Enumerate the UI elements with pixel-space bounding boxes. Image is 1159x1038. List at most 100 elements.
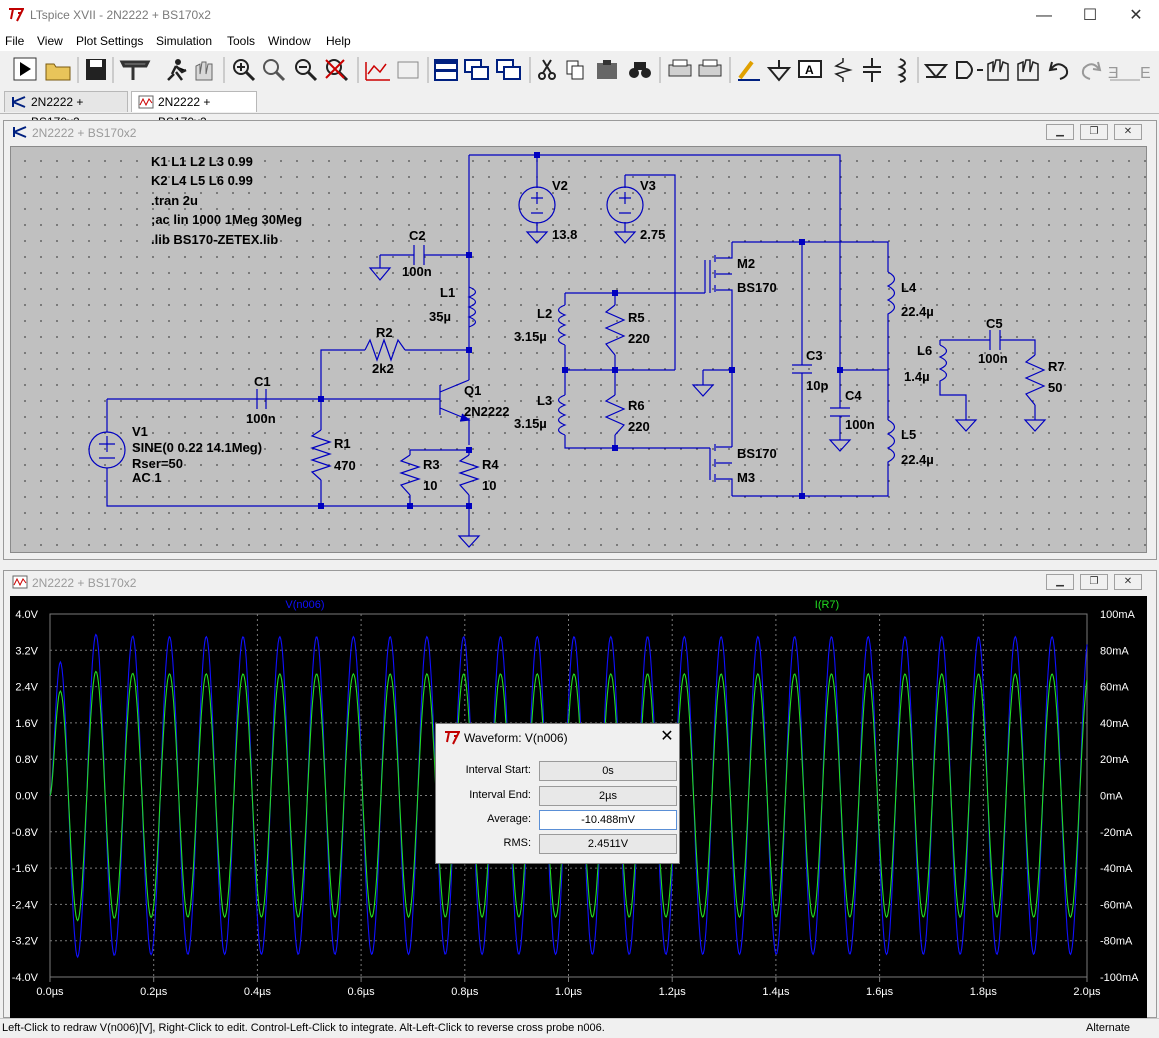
- tile-vertical-icon[interactable]: [496, 59, 521, 80]
- grid-icon[interactable]: [397, 61, 419, 79]
- capacitor-icon[interactable]: [863, 58, 881, 82]
- minimize-icon: ▁: [1056, 576, 1064, 587]
- status-text: Left-Click to redraw V(n006)[V], Right-C…: [2, 1022, 605, 1034]
- redo-icon[interactable]: [1081, 61, 1102, 80]
- move-hand-icon[interactable]: [987, 59, 1009, 81]
- y-tick-label-right: 40mA: [1100, 718, 1129, 730]
- waveform-minimize-button[interactable]: ▁: [1046, 574, 1074, 590]
- zoom-in-icon[interactable]: [233, 59, 256, 82]
- save-icon[interactable]: [86, 59, 106, 80]
- cut-icon[interactable]: [538, 59, 556, 80]
- trace-label-v-n006[interactable]: V(n006): [285, 599, 324, 611]
- y-tick-label-left: 0.0V: [15, 791, 38, 803]
- ground-icon[interactable]: [766, 60, 792, 82]
- waveform-dialog[interactable]: Waveform: V(n006) ✕ Interval Start: 0s I…: [435, 723, 680, 864]
- resistor-icon[interactable]: [834, 58, 853, 82]
- svg-text:A: A: [805, 63, 814, 77]
- y-tick-label-left: -0.8V: [12, 827, 39, 839]
- y-tick-label-left: -2.4V: [12, 899, 39, 911]
- find-icon[interactable]: [629, 62, 651, 78]
- print-icon[interactable]: [668, 59, 692, 77]
- average-field[interactable]: -10.488mV: [539, 810, 677, 830]
- waveform-close-button[interactable]: ✕: [1114, 574, 1142, 590]
- menu-plot-settings[interactable]: Plot Settings: [76, 34, 144, 48]
- y-tick-label-left: 4.0V: [15, 609, 38, 621]
- menu-help[interactable]: Help: [326, 34, 351, 48]
- status-mode: Alternate: [1086, 1022, 1131, 1034]
- drag-hand-icon[interactable]: [1017, 59, 1039, 81]
- control-panel-icon[interactable]: [119, 60, 151, 80]
- y-tick-label-right: 0mA: [1100, 791, 1123, 803]
- zoom-out-icon[interactable]: [295, 59, 318, 82]
- zoom-fit-icon[interactable]: [325, 59, 349, 82]
- y-tick-label-right: -80mA: [1100, 936, 1133, 948]
- label-net-icon[interactable]: A: [798, 60, 822, 78]
- tab-schematic[interactable]: 2N2222 + BS170x2: [4, 91, 128, 129]
- interval-end-field[interactable]: 2µs: [539, 786, 677, 806]
- x-tick-label: 1.6µs: [866, 986, 894, 998]
- undo-icon[interactable]: [1048, 61, 1069, 80]
- status-bar: Left-Click to redraw V(n006)[V], Right-C…: [0, 1018, 1159, 1038]
- waveform-maximize-button[interactable]: ❐: [1080, 574, 1108, 590]
- y-tick-label-left: 3.2V: [15, 645, 38, 657]
- autorange-icon[interactable]: [365, 62, 390, 81]
- rms-label: RMS:: [503, 837, 532, 849]
- x-tick-label: 1.0µs: [555, 986, 583, 998]
- diode-icon[interactable]: [923, 64, 949, 79]
- menu-simulation[interactable]: Simulation: [156, 34, 213, 48]
- dialog-title: Waveform: V(n006): [464, 731, 568, 745]
- interval-start-label: Interval Start:: [465, 764, 531, 776]
- y-tick-label-right: -100mA: [1100, 972, 1139, 984]
- inductor-icon[interactable]: [897, 58, 906, 83]
- x-tick-label: 1.8µs: [970, 986, 998, 998]
- interval-end-label: Interval End:: [469, 789, 531, 801]
- schematic-maximize-button[interactable]: ❐: [1080, 124, 1108, 140]
- rotate-icon[interactable]: Ǝ: [1108, 65, 1140, 82]
- tile-horizontal-icon[interactable]: [434, 59, 458, 81]
- run-icon[interactable]: [13, 57, 37, 81]
- minimize-icon: —: [1036, 7, 1052, 24]
- menu-bar: File View Plot Settings Simulation Tools…: [0, 31, 1159, 51]
- y-tick-label-left: 0.8V: [15, 754, 38, 766]
- draw-wire-icon[interactable]: [738, 60, 760, 81]
- restore-icon: ❐: [1089, 126, 1099, 137]
- waveform-icon: [138, 95, 154, 109]
- schematic-minimize-button[interactable]: ▁: [1046, 124, 1074, 140]
- waveform-window-title: 2N2222 + BS170x2: [32, 576, 137, 590]
- menu-view[interactable]: View: [37, 34, 63, 48]
- y-tick-label-right: 60mA: [1100, 682, 1129, 694]
- close-button[interactable]: ✕: [1113, 0, 1159, 31]
- component-icon[interactable]: [956, 61, 983, 79]
- trace-label-i-r7[interactable]: I(R7): [815, 599, 839, 611]
- print-preview-icon[interactable]: [698, 59, 722, 77]
- run-man-icon[interactable]: [167, 59, 187, 81]
- interval-start-field[interactable]: 0s: [539, 761, 677, 781]
- schematic-close-button[interactable]: ✕: [1114, 124, 1142, 140]
- schematic-window-header: 2N2222 + BS170x2 ▁ ❐ ✕: [4, 121, 1156, 143]
- menu-file[interactable]: File: [5, 34, 25, 48]
- menu-window[interactable]: Window: [268, 34, 311, 48]
- dialog-close-button[interactable]: ✕: [656, 727, 678, 747]
- copy-icon[interactable]: [566, 60, 584, 80]
- x-tick-label: 0.4µs: [244, 986, 272, 998]
- schematic-canvas[interactable]: [10, 146, 1147, 553]
- schematic-window-title: 2N2222 + BS170x2: [32, 126, 137, 140]
- average-label: Average:: [487, 813, 531, 825]
- open-folder-icon[interactable]: [45, 63, 71, 81]
- title-bar: LTspice XVII - 2N2222 + BS170x2 — ☐ ✕: [0, 0, 1159, 31]
- rms-field[interactable]: 2.4511V: [539, 834, 677, 854]
- cascade-icon[interactable]: [464, 59, 489, 80]
- y-tick-label-right: -20mA: [1100, 827, 1133, 839]
- menu-tools[interactable]: Tools: [227, 34, 256, 48]
- waveform-icon: [12, 575, 28, 589]
- zoom-pan-icon[interactable]: [263, 59, 286, 82]
- maximize-button[interactable]: ☐: [1067, 0, 1113, 31]
- y-tick-label-right: 100mA: [1100, 609, 1136, 621]
- minimize-button[interactable]: —: [1021, 0, 1067, 31]
- mirror-icon[interactable]: E: [1140, 65, 1151, 82]
- y-tick-label-left: -4.0V: [12, 972, 39, 984]
- halt-hand-icon[interactable]: [195, 61, 213, 81]
- paste-icon[interactable]: [597, 60, 617, 79]
- y-tick-label-left: 1.6V: [15, 718, 38, 730]
- tab-waveform[interactable]: 2N2222 + BS170x2: [131, 91, 257, 129]
